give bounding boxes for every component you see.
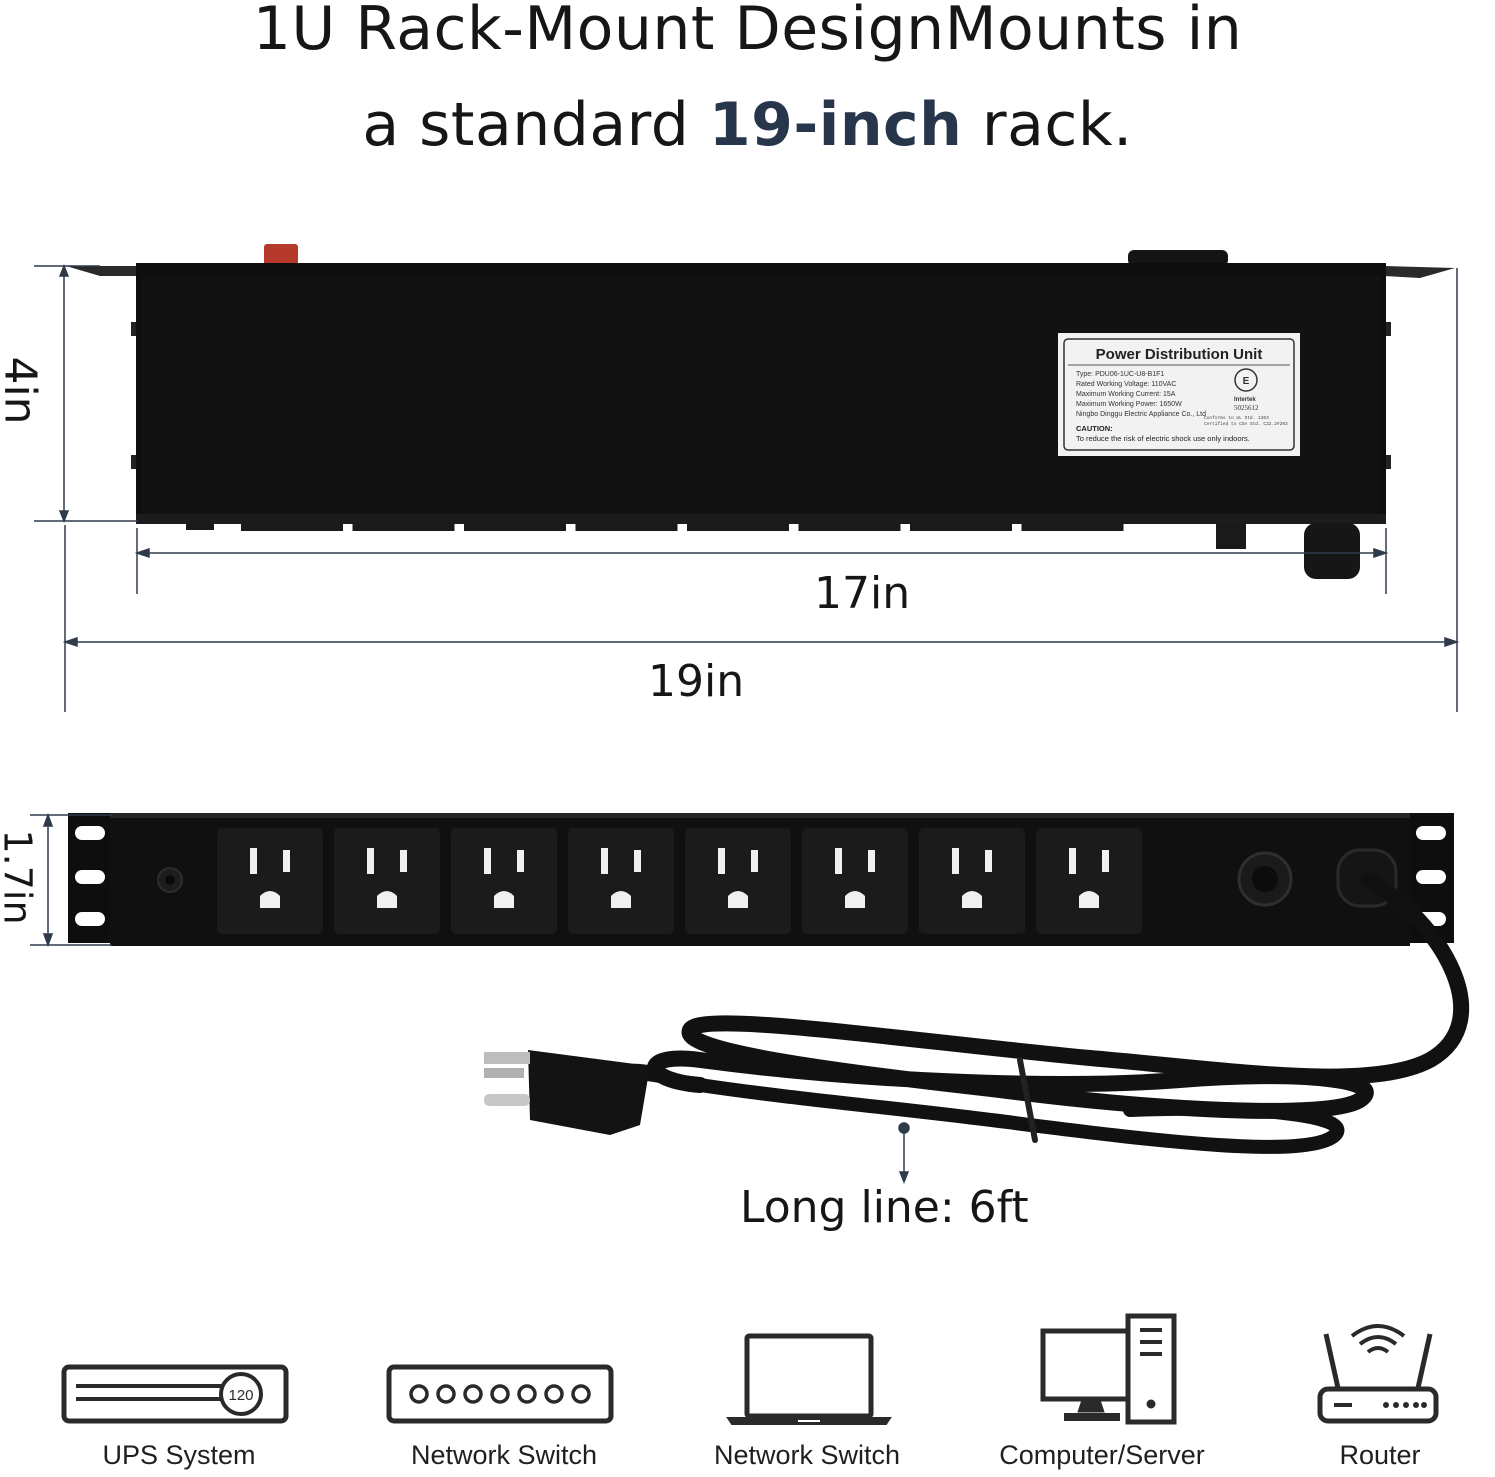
svg-text:Type: PDU06-1UC-U8-B1F1: Type: PDU06-1UC-U8-B1F1 — [1076, 371, 1164, 378]
label-plate-title: Power Distribution Unit — [1096, 346, 1263, 363]
device-label-computer: Computer/Server — [999, 1440, 1205, 1470]
svg-text:Maximum Working Current: 15A: Maximum Working Current: 15A — [1076, 391, 1176, 398]
outlet-bump — [687, 522, 789, 531]
dim-height-top: 4in — [0, 356, 46, 425]
switch-port-icon — [463, 1384, 483, 1404]
device-label-switch: Network Switch — [410, 1440, 598, 1470]
outlet-bump — [910, 522, 1012, 531]
outlet-icon — [919, 828, 1025, 934]
svg-text:To reduce the risk of electric: To reduce the risk of electric shock use… — [1076, 434, 1250, 443]
ups-icon: 120 — [61, 1364, 289, 1424]
computer-icon — [1040, 1313, 1177, 1425]
outlet-icon — [1036, 828, 1142, 934]
headline-bold: 19-inch — [708, 90, 963, 160]
router-icon — [1317, 1324, 1439, 1424]
device-label-ups: UPS System — [102, 1440, 256, 1470]
outlet-icon — [217, 828, 323, 934]
pdu-top-view: Power Distribution Unit Type: PDU06-1UC-… — [66, 244, 1455, 579]
outlet-bump — [241, 522, 343, 531]
svg-text:5025612: 5025612 — [1234, 404, 1259, 412]
power-plug-icon — [484, 1050, 650, 1135]
outlet-icon — [685, 828, 791, 934]
svg-text:E: E — [1243, 376, 1250, 387]
device-label-laptop: Network Switch — [713, 1440, 901, 1470]
dim-height-front: 1.7in — [0, 829, 40, 925]
svg-text:Certified to CSA Std. C22.2#20: Certified to CSA Std. C22.2#203 — [1204, 421, 1288, 427]
dimension-line-front — [30, 812, 112, 948]
outlet-icon — [334, 828, 440, 934]
svg-text:CAUTION:: CAUTION: — [1076, 424, 1113, 433]
cord-length-pointer — [898, 1122, 910, 1185]
pdu-front-view — [68, 813, 1454, 946]
dimension-lines-top — [34, 263, 1460, 712]
ups-display: 120 — [228, 1387, 253, 1404]
dim-width-outer: 19in — [648, 656, 745, 707]
outlet-bump — [575, 522, 678, 531]
cord-gland-icon — [1304, 523, 1360, 579]
outlet-bump — [1021, 522, 1124, 531]
right-ear — [1384, 266, 1455, 278]
switch-port-icon — [490, 1384, 510, 1404]
power-switch-icon — [264, 244, 298, 266]
breaker-icon — [1128, 250, 1228, 266]
headline-line-1: 1U Rack-Mount DesignMounts in — [252, 0, 1243, 64]
svg-text:Maximum Working Power: 1650W: Maximum Working Power: 1650W — [1076, 401, 1182, 408]
dim-width-inner: 17in — [814, 568, 911, 619]
breaker-knob-icon — [1216, 523, 1246, 549]
left-ear — [66, 266, 138, 276]
outlet-icon — [568, 828, 674, 934]
etl-mark-icon — [1234, 368, 1258, 392]
outlet-icon — [802, 828, 908, 934]
switch-port-icon — [571, 1384, 591, 1404]
cord-length-label: Long line: 6ft — [740, 1182, 1029, 1233]
outlet-bump — [464, 522, 566, 531]
label-plate — [1058, 333, 1300, 456]
network-switch-icon — [386, 1364, 614, 1424]
svg-text:Rated Working Voltage: 110VAC: Rated Working Voltage: 110VAC — [1076, 381, 1176, 388]
outlet-bump — [352, 522, 455, 531]
svg-text:Conforms to UL Std. 1363: Conforms to UL Std. 1363 — [1204, 415, 1269, 421]
svg-text:Ningbo Dinggu Electric Applian: Ningbo Dinggu Electric Appliance Co., Lt… — [1076, 411, 1206, 418]
svg-text:Intertek: Intertek — [1234, 397, 1256, 403]
headline-line-2: a standard 19-inch rack. — [362, 90, 1133, 160]
switch-port-icon — [517, 1384, 537, 1404]
switch-port-icon — [409, 1384, 429, 1404]
outlet-bump — [798, 522, 901, 531]
laptop-icon — [726, 1333, 892, 1425]
outlet-icon — [451, 828, 557, 934]
switch-port-icon — [544, 1384, 564, 1404]
switch-port-icon — [436, 1384, 456, 1404]
device-label-router: Router — [1339, 1440, 1421, 1470]
